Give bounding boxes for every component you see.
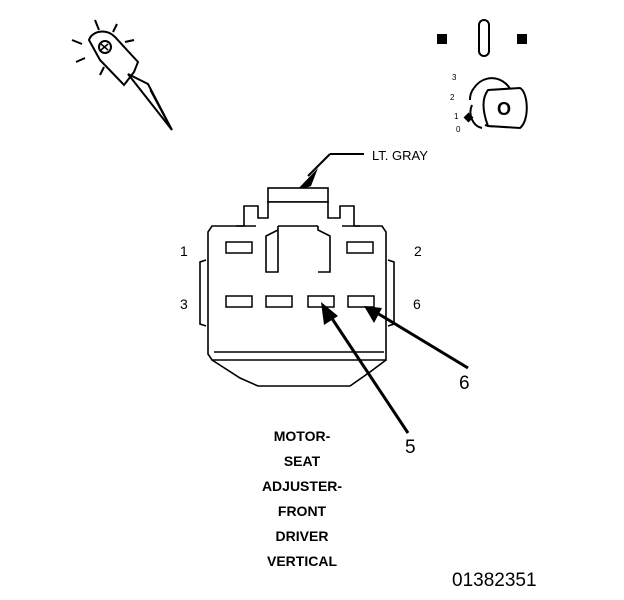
ignition-position-1: 1 — [454, 112, 459, 121]
caption-line: DRIVER — [275, 528, 329, 544]
callout-label-6: 6 — [459, 373, 470, 394]
ignition-position-2: 2 — [450, 93, 455, 102]
cavity-pin-2 — [346, 241, 374, 254]
cavity-pin-1 — [225, 241, 253, 254]
callout-label-5: 5 — [405, 437, 416, 458]
callout-arrow-pin-5 — [321, 302, 410, 434]
pin-number-1: 1 — [180, 243, 188, 259]
caption-line: SEAT — [283, 453, 321, 469]
cavity-pin-5 — [307, 295, 335, 308]
cavity-pin-6 — [347, 295, 375, 308]
test-probe-icon — [71, 19, 173, 131]
callout-arrow-pin-6 — [364, 306, 469, 370]
connector-color-label: LT. GRAY — [372, 148, 428, 163]
ignition-position-3: 3 — [452, 73, 457, 82]
caption-line: VERTICAL — [267, 553, 337, 569]
color-leader — [295, 153, 364, 192]
ignition-switch-off-icon — [437, 19, 528, 130]
ignition-key-label: O — [497, 99, 511, 119]
ignition-position-0: 0 — [456, 125, 461, 134]
cavity-pin-3 — [225, 295, 253, 308]
cavity-pin-4 — [265, 295, 293, 308]
document-number: 01382351 — [452, 570, 537, 591]
connector-body — [199, 187, 395, 387]
pin-number-3: 3 — [180, 296, 188, 312]
caption-line: FRONT — [277, 503, 327, 519]
caption-line: MOTOR- — [273, 428, 331, 444]
pin-number-6: 6 — [413, 296, 421, 312]
caption-line: ADJUSTER- — [261, 478, 343, 494]
component-caption: MOTOR- SEAT ADJUSTER- FRONT DRIVER VERTI… — [232, 424, 372, 574]
pin-number-2: 2 — [414, 243, 422, 259]
terminal-cavities — [225, 241, 375, 308]
